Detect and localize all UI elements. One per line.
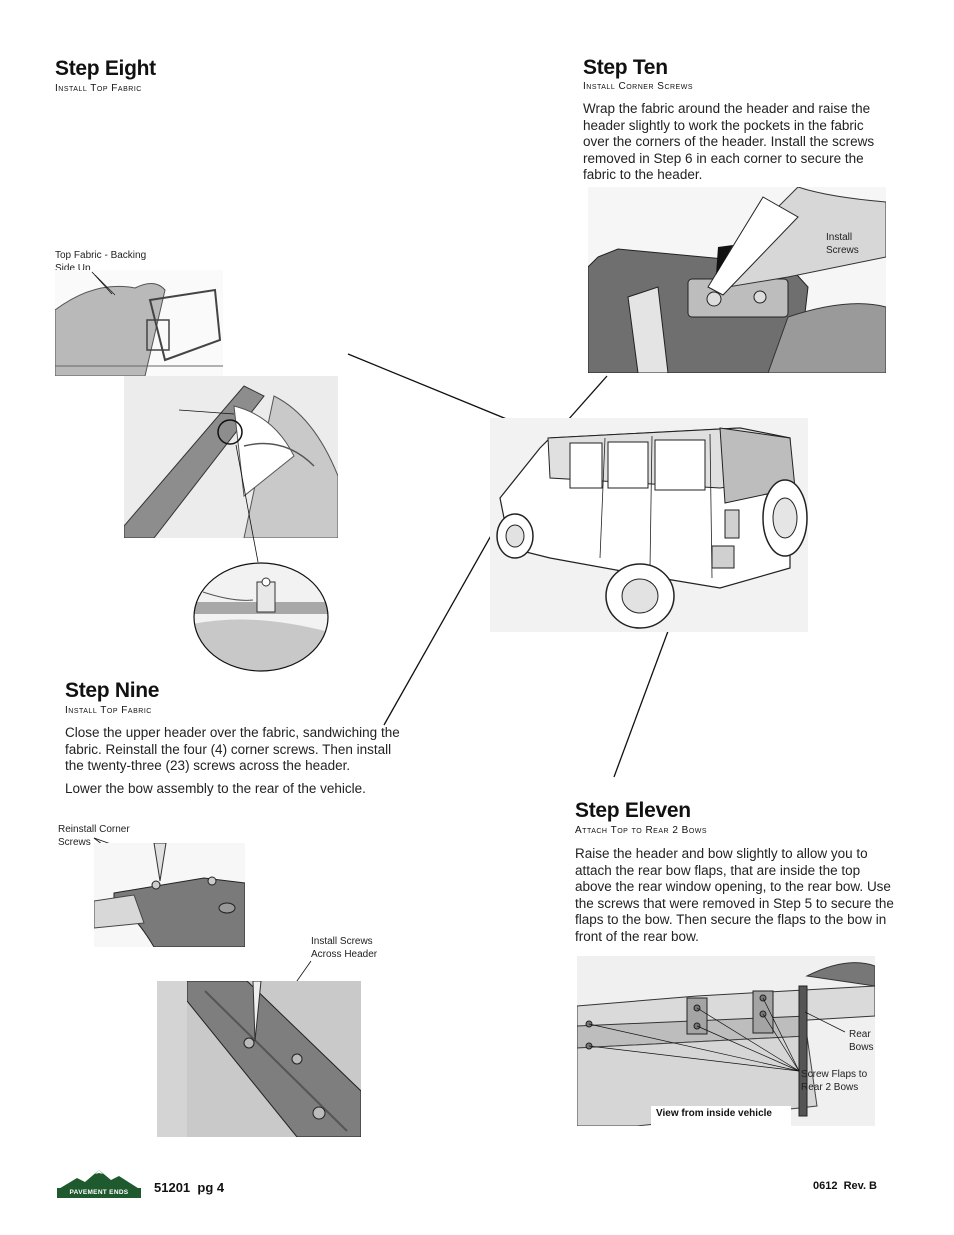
revision-label: 0612 Rev. B: [813, 1180, 878, 1192]
step-eleven-body: Raise the header and bow slightly to all…: [575, 846, 894, 944]
jeep-illustration: [490, 418, 808, 632]
step-ten-photo: [588, 187, 886, 373]
view-caption: View from inside vehicle: [656, 1108, 772, 1119]
screw-flaps-callout: Screw Flaps to Rear 2 Bows: [801, 1069, 868, 1093]
step-nine-body-1: Close the upper header over the fabric, …: [65, 725, 400, 774]
step-eleven-subtitle: Attach Top to Rear 2 Bows: [575, 825, 708, 836]
step-nine-body-2: Lower the bow assembly to the rear of th…: [65, 781, 366, 796]
step-eleven-title: Step Eleven: [575, 799, 691, 822]
step-ten-body: Wrap the fabric around the header and ra…: [583, 101, 875, 183]
step-nine-title: Step Nine: [65, 679, 160, 702]
step-eight-photo-fabric: [55, 270, 223, 376]
install-screws-across-header-callout: Install Screws Across Header: [311, 936, 378, 960]
step-eight-title: Step Eight: [55, 57, 156, 80]
step-eight-photo-header: [124, 376, 338, 538]
step-nine-photo-corner: [94, 843, 245, 947]
step-nine-subtitle: Install Top Fabric: [65, 705, 152, 716]
step-ten-title: Step Ten: [583, 56, 668, 79]
step-ten-subtitle: Install Corner Screws: [583, 81, 693, 92]
step-eight-zoom-detail: [193, 562, 329, 672]
rear-bows-callout: Rear Bows: [849, 1029, 874, 1053]
step-nine-photo-header: [157, 981, 361, 1137]
top-fabric-callout: Top Fabric - Backing Side Up: [55, 250, 147, 274]
install-screws-callout: Install Screws: [826, 232, 859, 256]
reinstall-corner-screws-callout: Reinstall Corner Screws: [58, 824, 130, 848]
step-eleven-photo: [577, 956, 875, 1126]
pavement-ends-logo: PAVEMENT ENDS: [55, 1168, 143, 1198]
logo-wordmark: PAVEMENT ENDS: [69, 1189, 129, 1196]
page-number: 51201 pg 4: [154, 1180, 225, 1195]
step-eight-subtitle: Install Top Fabric: [55, 83, 142, 94]
